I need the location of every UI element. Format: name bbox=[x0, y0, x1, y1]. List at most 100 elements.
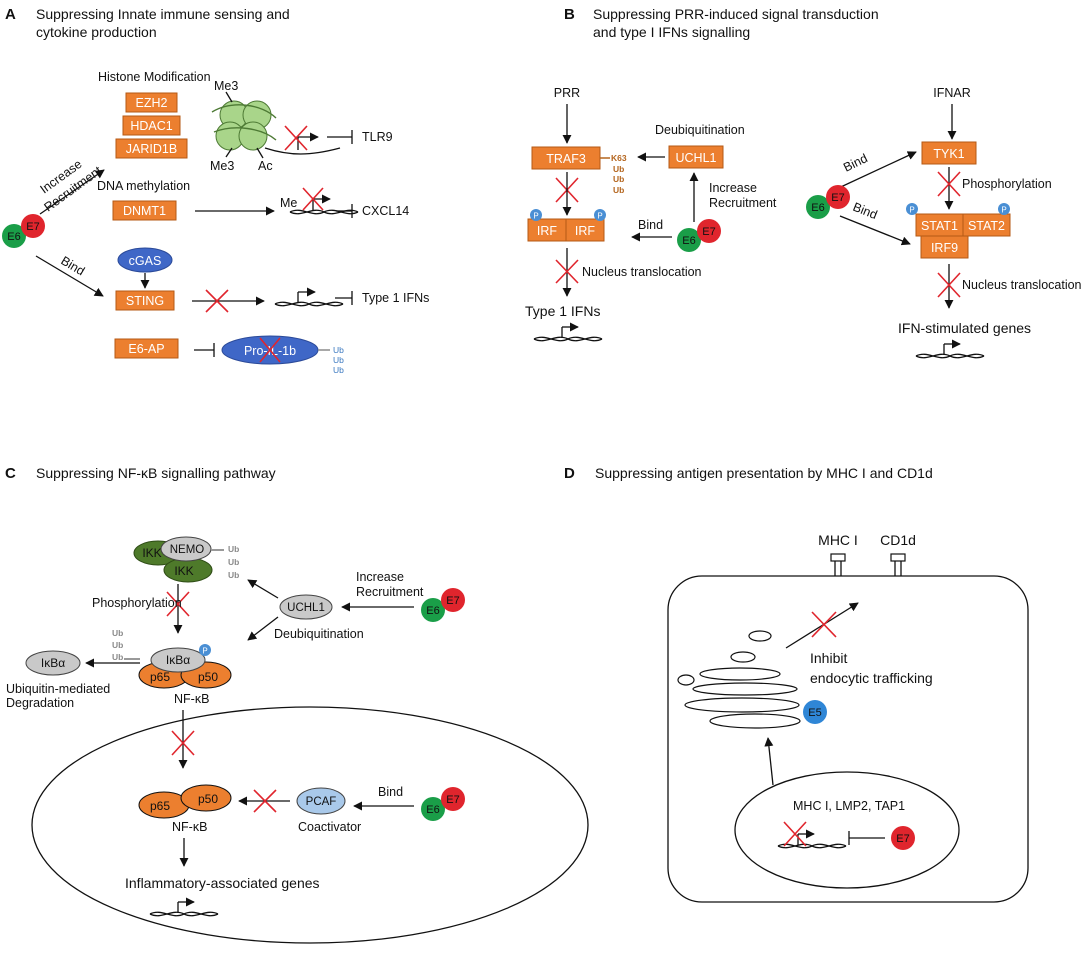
blocked-x-icon bbox=[937, 272, 961, 298]
ub-label: Ub bbox=[228, 570, 239, 580]
cd1d-label: CD1d bbox=[880, 532, 916, 548]
panel-b: B Suppressing PRR-induced signal transdu… bbox=[525, 6, 1082, 359]
jarid1b-label: JARID1B bbox=[126, 142, 177, 156]
stat2-box: STAT2 bbox=[962, 213, 1011, 237]
e7-label: E7 bbox=[26, 221, 39, 233]
cgas-protein: cGAS bbox=[117, 247, 173, 273]
increase-label-c: Increase bbox=[356, 570, 404, 584]
hdac1-label: HDAC1 bbox=[130, 119, 172, 133]
panel-a-title-line1: Suppressing Innate immune sensing and bbox=[36, 6, 290, 22]
p65-label: p65 bbox=[150, 670, 170, 684]
dna-helix-c bbox=[149, 897, 219, 917]
ikba-label: IκBα bbox=[166, 653, 190, 667]
bind-arrow-stat bbox=[839, 215, 911, 246]
type1-ifns-label-b: Type 1 IFNs bbox=[525, 303, 600, 319]
svg-text:P: P bbox=[597, 212, 602, 221]
pcaf-protein: PCAF bbox=[296, 787, 346, 815]
p50-label: p50 bbox=[198, 670, 218, 684]
nucleus-translocation-label-b2: Nucleus translocation bbox=[962, 278, 1082, 292]
cd1d-receptor bbox=[890, 553, 906, 576]
ikk-complex: IKK IKK NEMO bbox=[133, 536, 213, 583]
tyk1-box: TYK1 bbox=[921, 141, 977, 165]
e7-label: E7 bbox=[446, 595, 459, 607]
ub-label: Ub bbox=[613, 185, 624, 195]
e5-virus-icon: E5 bbox=[803, 700, 827, 724]
panel-b-title-line2: and type I IFNs signalling bbox=[593, 24, 750, 40]
panel-c: C Suppressing NF-κB signalling pathway I… bbox=[5, 465, 589, 944]
svg-text:P: P bbox=[909, 206, 914, 215]
prr-label: PRR bbox=[554, 86, 580, 100]
svg-text:P: P bbox=[533, 212, 538, 221]
panel-c-title: Suppressing NF-κB signalling pathway bbox=[36, 465, 276, 481]
golgi-apparatus bbox=[677, 630, 801, 729]
recruitment-label-c: Recruitment bbox=[356, 585, 424, 599]
uchl1-ikk-arrow bbox=[247, 579, 279, 599]
e6-label: E6 bbox=[682, 235, 695, 247]
ub-label: Ub bbox=[112, 640, 123, 650]
nucleus-d bbox=[734, 771, 960, 889]
e6ap-label: E6-AP bbox=[128, 342, 164, 356]
panel-c-letter: C bbox=[5, 465, 16, 482]
deubiquitination-label-b: Deubiquitination bbox=[655, 123, 745, 137]
e6ap-box: E6-AP bbox=[114, 338, 179, 359]
ac-label: Ac bbox=[258, 159, 273, 173]
stat1-label: STAT1 bbox=[921, 219, 958, 233]
inhibition-bar-d bbox=[848, 831, 885, 845]
uchl1-label-b: UCHL1 bbox=[676, 151, 717, 165]
mhc1-label: MHC I bbox=[818, 532, 858, 548]
irf-box-1: IRF bbox=[527, 218, 567, 242]
nuclear-nfkb-complex: p65 p50 bbox=[138, 784, 232, 819]
uchl1-label-c: UCHL1 bbox=[287, 602, 325, 614]
increase-label-b: Increase bbox=[709, 181, 757, 195]
phospho-p-icon: P bbox=[998, 203, 1010, 215]
blocked-x-icon bbox=[259, 337, 281, 363]
endocytic-trafficking-label: endocytic trafficking bbox=[810, 670, 933, 686]
blocked-x-icon bbox=[783, 821, 807, 847]
svg-text:P: P bbox=[1001, 206, 1006, 215]
panel-b-title-line1: Suppressing PRR-induced signal transduct… bbox=[593, 6, 879, 22]
panel-d-letter: D bbox=[564, 465, 575, 482]
e6-e7-virus-icon: E6 E7 bbox=[421, 787, 465, 821]
type1-ifns-label-a: Type 1 IFNs bbox=[362, 291, 429, 305]
me-label: Me bbox=[280, 196, 297, 210]
blocked-x-icon bbox=[302, 187, 324, 211]
dna-methylation-label: DNA methylation bbox=[97, 179, 190, 193]
ezh2-box: EZH2 bbox=[125, 92, 178, 113]
e6-e7-virus-icon: E6 E7 bbox=[421, 588, 465, 622]
e6-label: E6 bbox=[426, 605, 439, 617]
me3-bottom-label: Me3 bbox=[210, 159, 234, 173]
bind-arrow-tyk1 bbox=[829, 151, 917, 193]
ub-label: Ub bbox=[112, 652, 123, 662]
cxcl14-label: CXCL14 bbox=[362, 204, 409, 218]
dnmt1-label: DNMT1 bbox=[123, 204, 166, 218]
phospho-p-icon: P bbox=[594, 209, 606, 221]
dna-helix-b1 bbox=[533, 322, 603, 342]
blocked-x-icon bbox=[937, 171, 961, 197]
coactivator-label: Coactivator bbox=[298, 820, 361, 834]
hdac1-box: HDAC1 bbox=[122, 115, 181, 136]
inhibition-bar-il1b bbox=[194, 343, 215, 357]
uchl1-ikba-arrow bbox=[247, 616, 279, 641]
panel-a-title-line2: cytokine production bbox=[36, 24, 157, 40]
sting-box: STING bbox=[115, 290, 175, 311]
pcaf-label: PCAF bbox=[306, 796, 337, 808]
ikba-label: IκBα bbox=[41, 656, 65, 670]
blocked-x-icon bbox=[171, 730, 195, 756]
ub-label: Ub bbox=[228, 557, 239, 567]
uchl1-protein-c: UCHL1 bbox=[279, 594, 333, 620]
degradation-label: Degradation bbox=[6, 696, 74, 710]
tyk1-label: TYK1 bbox=[933, 147, 964, 161]
jarid1b-box: JARID1B bbox=[115, 138, 188, 159]
dna-helix-b2 bbox=[915, 339, 985, 359]
irf-label: IRF bbox=[537, 224, 558, 238]
ezh2-label: EZH2 bbox=[136, 96, 168, 110]
ub-label: Ub bbox=[228, 544, 239, 554]
bind-label-b2: Bind bbox=[841, 151, 870, 175]
inhibit-label: Inhibit bbox=[810, 650, 847, 666]
recruitment-label-b: Recruitment bbox=[709, 196, 777, 210]
e6-label: E6 bbox=[426, 804, 439, 816]
bind-arrow-a bbox=[35, 255, 104, 297]
nucleosome-icon bbox=[211, 91, 277, 159]
panel-d-title: Suppressing antigen presentation by MHC … bbox=[595, 465, 933, 481]
ifnar-label: IFNAR bbox=[933, 86, 971, 100]
